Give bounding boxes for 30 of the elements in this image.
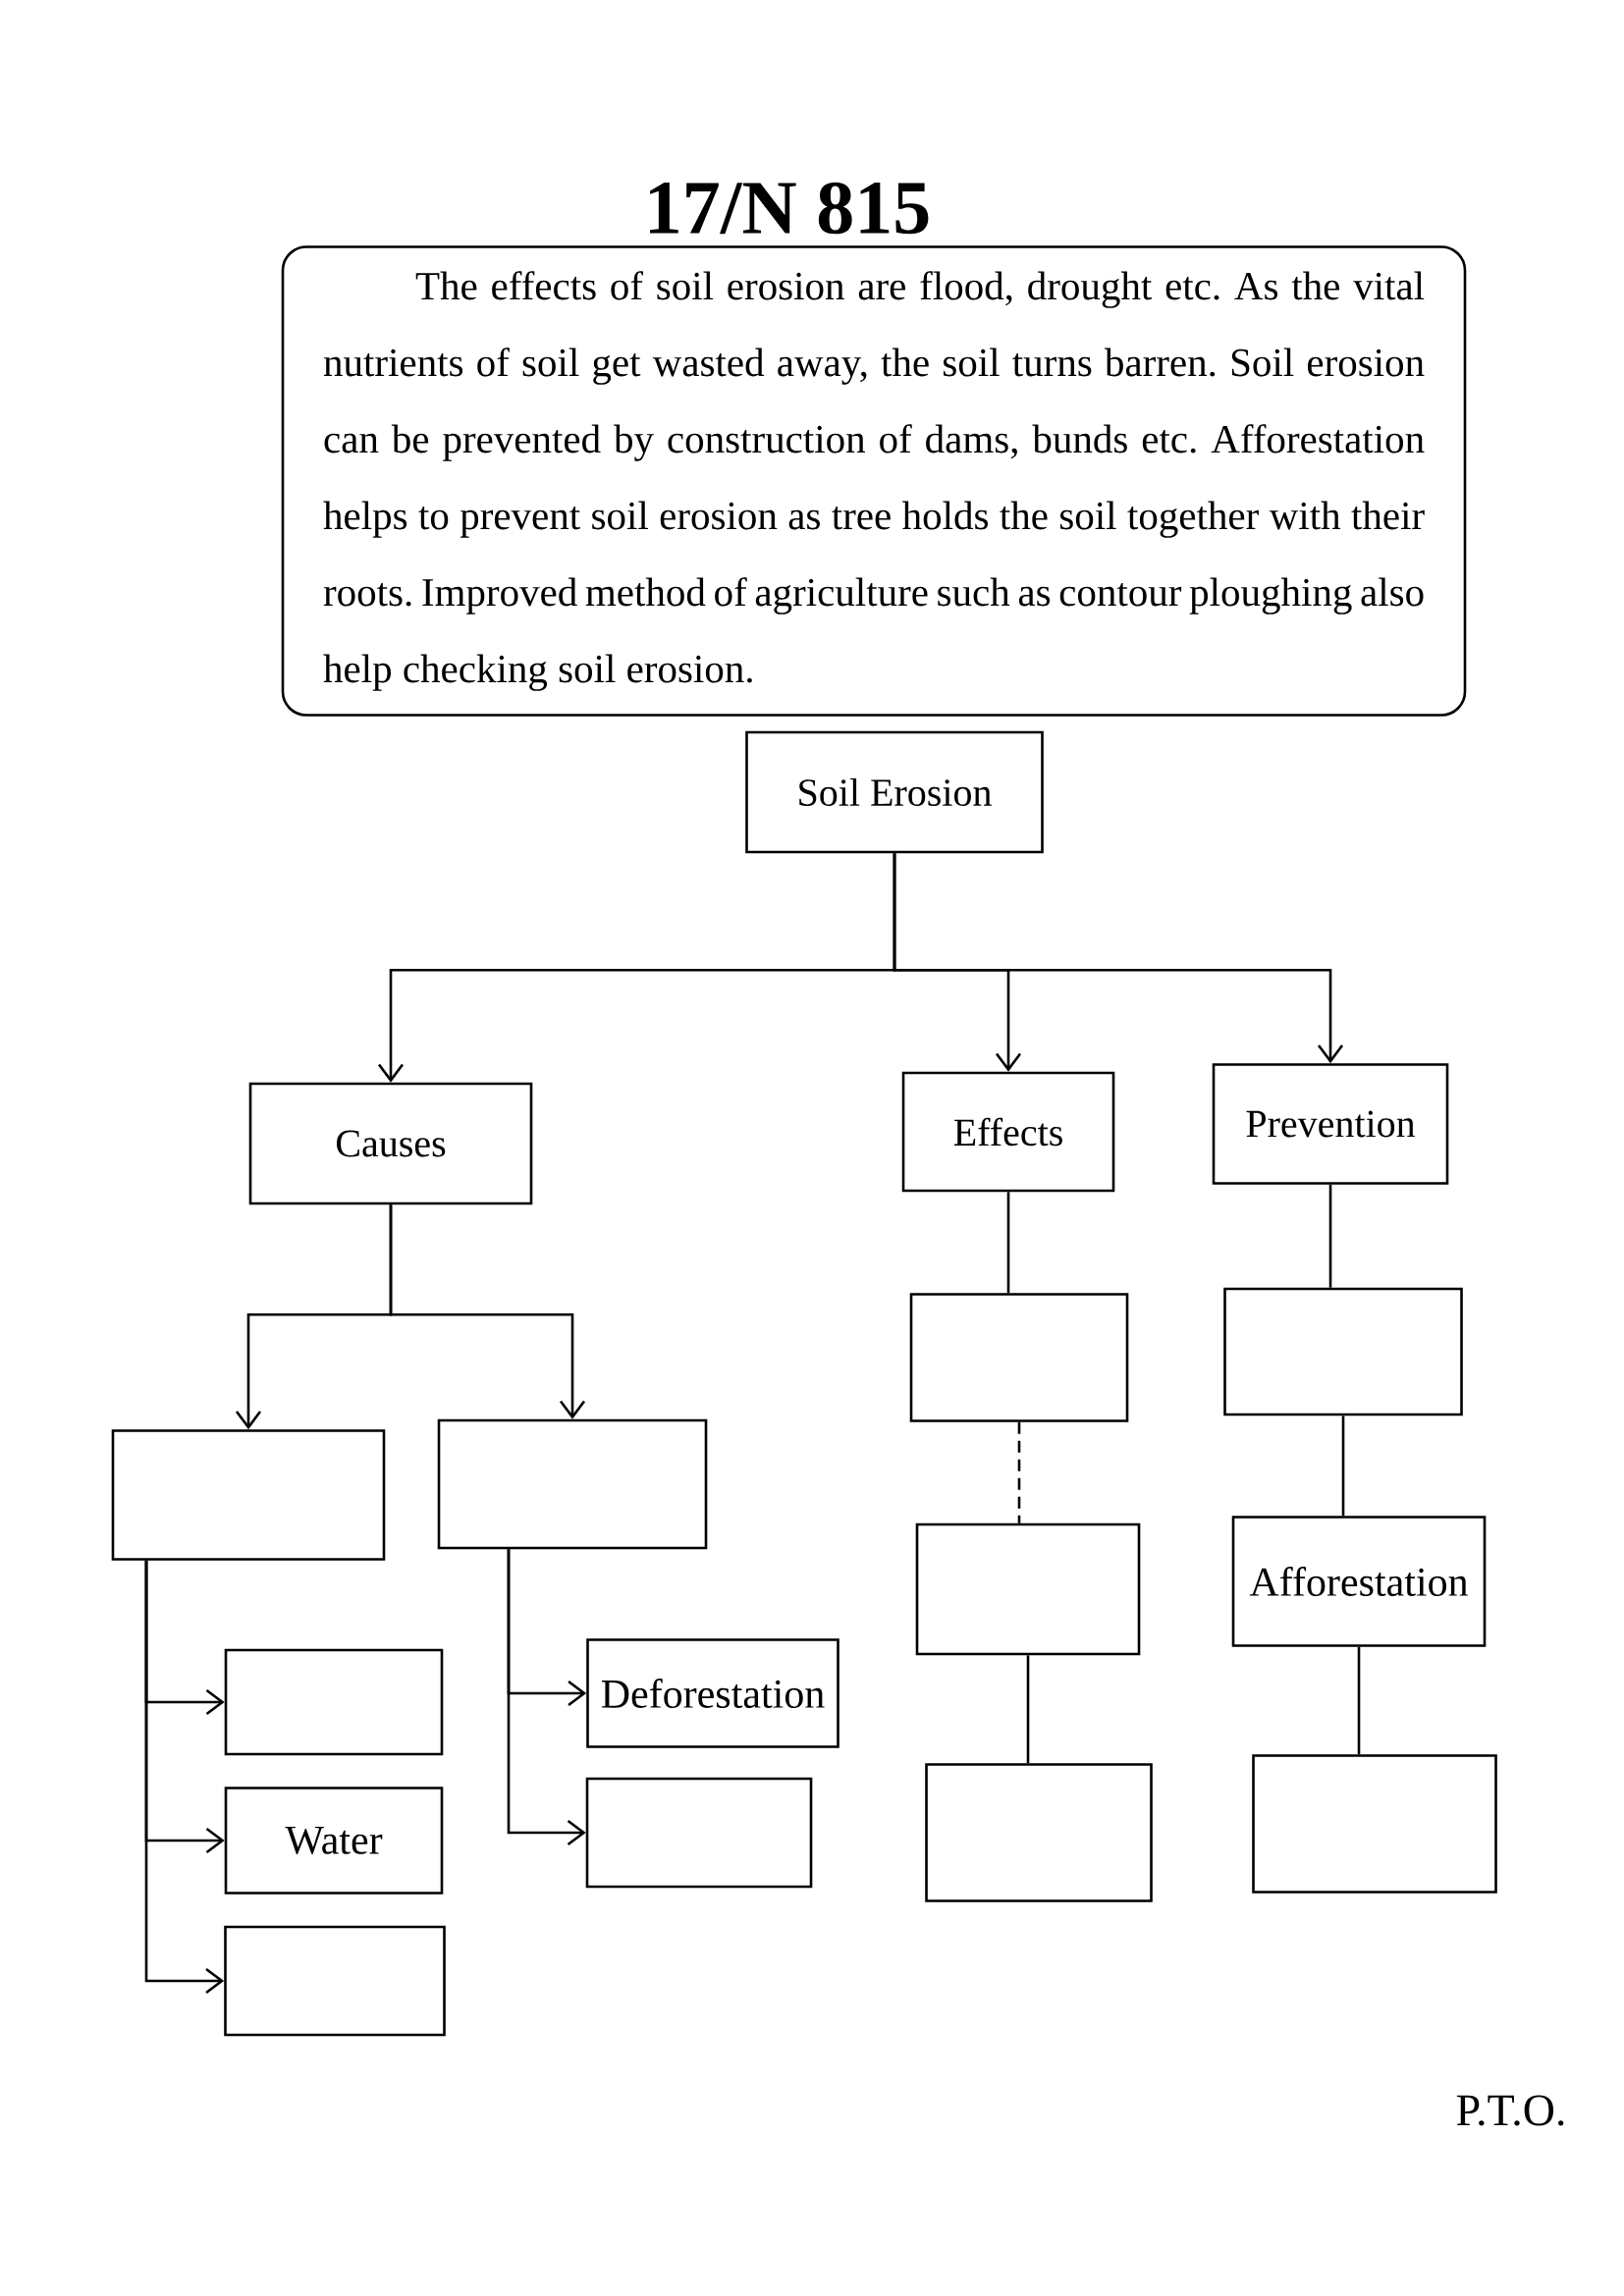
answer-box — [925, 1763, 1153, 1902]
arrow — [893, 853, 1344, 1064]
arrow — [144, 1560, 225, 1995]
page-note: P.T.O. — [1456, 2095, 1564, 2126]
arrow — [389, 1204, 586, 1419]
answer-box — [1252, 1754, 1497, 1894]
connector-line — [1357, 1646, 1361, 1755]
connector-line — [1026, 1655, 1030, 1764]
concept-box: Causes — [248, 1082, 533, 1205]
concept-box: Effects — [901, 1071, 1115, 1193]
heading: 17/N 815 — [650, 182, 929, 235]
answer-box — [437, 1418, 708, 1550]
answer-box — [111, 1429, 386, 1561]
answer-box — [224, 1925, 446, 2037]
answer-box — [585, 1777, 813, 1889]
connector-line — [1341, 1415, 1345, 1517]
connector-line — [1328, 1184, 1332, 1288]
concept-box: Soil Erosion — [745, 730, 1044, 854]
connector-line — [1006, 1192, 1010, 1294]
concept-box: Water — [224, 1787, 444, 1895]
answer-box — [915, 1522, 1141, 1656]
arrow — [507, 1549, 586, 1846]
concept-box: Prevention — [1212, 1063, 1449, 1185]
concept-box: Deforestation — [586, 1638, 839, 1748]
paragraph-box: The effects of soil erosion are flood, drought etc. As the vital nutrients of soil get wasted away, the soil turns barren. Soil erosion can be prevented by construction of dams, bunds etc. Afforestation helps to prevent soil erosion as tree holds the soil together with their roots. Improved method of agriculture such as contour ploughing also help checking soil erosion. — [281, 245, 1467, 717]
connector-line — [1017, 1421, 1021, 1523]
concept-box: Afforestation — [1231, 1516, 1487, 1647]
answer-box — [224, 1648, 444, 1756]
answer-box — [1223, 1287, 1463, 1416]
answer-box — [909, 1293, 1129, 1422]
